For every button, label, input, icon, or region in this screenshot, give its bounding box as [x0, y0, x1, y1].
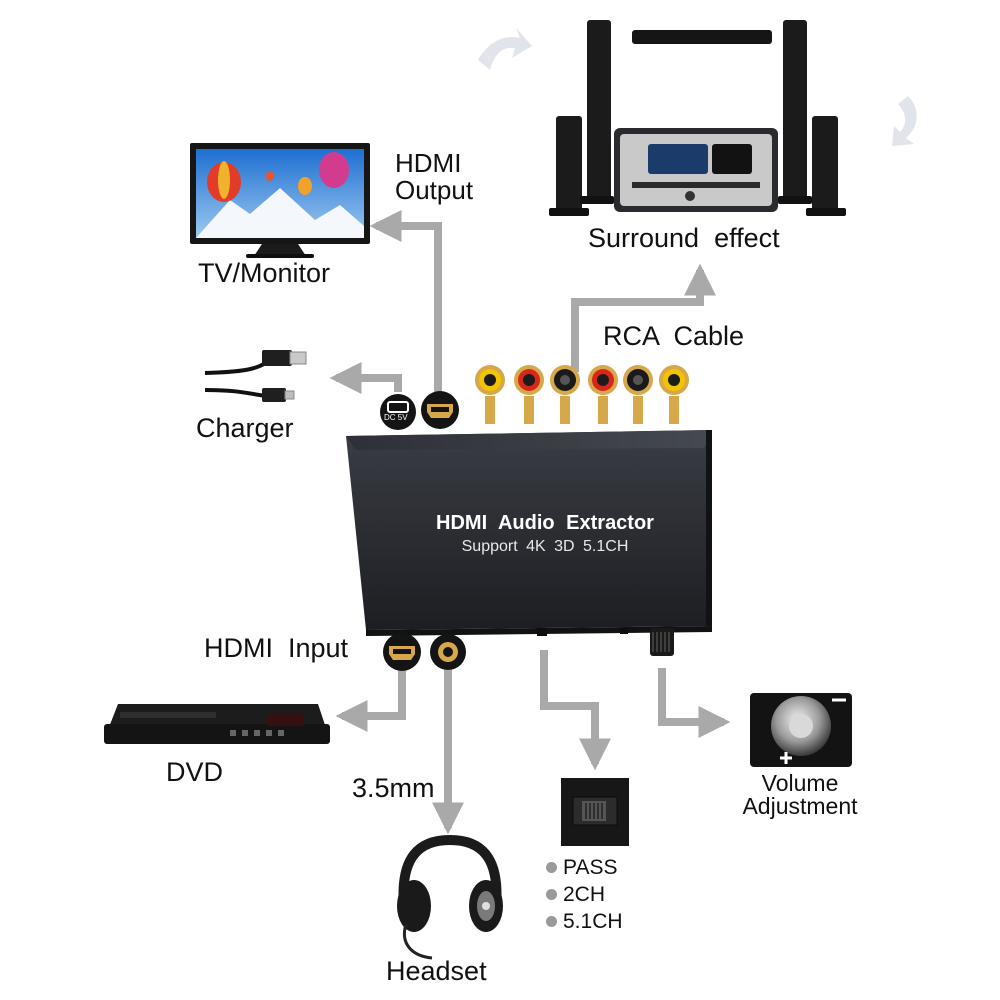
- mode-option-label: 5.1CH: [563, 910, 623, 933]
- curved-arrow-right-icon: [892, 96, 917, 146]
- rca-jack-red-2: [588, 365, 618, 424]
- hdmi-input-label: HDMI Input: [204, 633, 349, 663]
- mode-switch-icon: [561, 778, 629, 846]
- device-title: HDMI Audio Extractor: [436, 512, 654, 534]
- rca-cable-label: RCA Cable: [603, 321, 745, 351]
- surround-speakers-image: [549, 20, 846, 216]
- rca-jack-yellow: [475, 365, 505, 424]
- rotate-arrow-icons: [478, 28, 917, 146]
- bullet-dot-icon: [546, 862, 557, 873]
- arrow-surround: [571, 263, 716, 372]
- volume-knob-on-device-icon: [650, 628, 674, 656]
- mode-option-pass: PASS: [546, 856, 617, 880]
- arrow-charger: [329, 362, 402, 394]
- arrow-dvd: [335, 666, 406, 732]
- rca-jack-black-1: [550, 365, 580, 424]
- dvd-player-image: [104, 704, 330, 744]
- charger-label: Charger: [196, 413, 294, 443]
- jack-35mm-label: 3.5mm: [352, 773, 435, 803]
- tv-monitor-label: TV/Monitor: [198, 258, 331, 288]
- device-subtitle: Support 4K 3D 5.1CH: [461, 538, 629, 555]
- dc-port-icon: [380, 394, 416, 430]
- bullet-dot-icon: [546, 889, 557, 900]
- hdmi-output-label: HDMI Output: [395, 148, 474, 206]
- hdmi-output-port-icon: [421, 391, 459, 429]
- hdmi-audio-extractor-device: [346, 430, 712, 636]
- rca-jack-black-2: [623, 365, 653, 424]
- audio-jack-port-icon: [430, 634, 466, 670]
- volume-adjustment-label: Volume Adjustment: [742, 770, 858, 819]
- mode-option-2ch: 2CH: [546, 883, 605, 907]
- headset-image: [397, 834, 503, 960]
- arrow-mode-switch: [540, 650, 611, 771]
- headset-label: Headset: [386, 956, 487, 986]
- mode-option-51ch: 5.1CH: [546, 910, 623, 934]
- mode-option-label: PASS: [563, 856, 618, 879]
- bullet-dot-icon: [546, 916, 557, 927]
- rca-jacks: [475, 365, 689, 424]
- hdmi-input-port-icon: [383, 633, 421, 671]
- connection-arrows: [329, 210, 731, 835]
- rca-jack-red-1: [514, 365, 544, 424]
- usb-charger-cable-image: [204, 350, 307, 402]
- arrow-hdmi-output: [369, 210, 442, 392]
- dvd-label: DVD: [166, 757, 224, 787]
- surround-effect-label: Surround effect: [588, 223, 780, 253]
- tv-monitor-image: [190, 143, 370, 258]
- mode-option-label: 2CH: [563, 883, 606, 906]
- rca-jack-yellow-2: [659, 365, 689, 424]
- volume-knob-icon: [750, 693, 852, 767]
- arrow-volume: [658, 668, 731, 738]
- curved-arrow-left-icon: [478, 28, 532, 70]
- dc-port-label: DC 5V: [384, 413, 408, 422]
